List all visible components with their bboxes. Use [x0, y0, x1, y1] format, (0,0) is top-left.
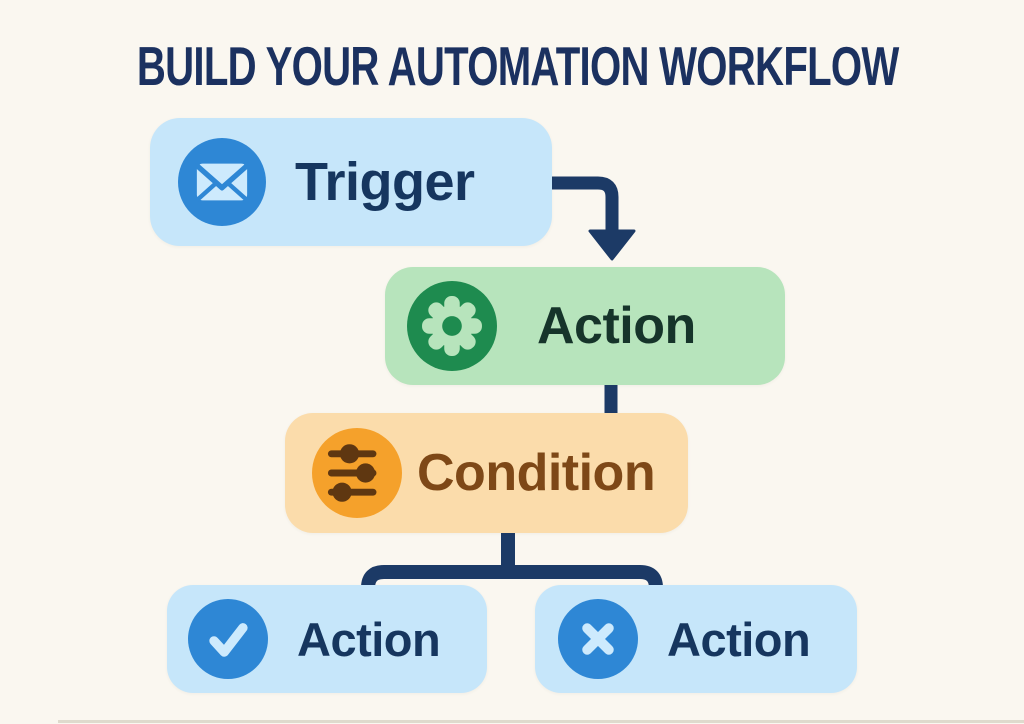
node-label: Action [537, 297, 696, 355]
node-label: Trigger [295, 152, 475, 212]
page-title: BUILD YOUR AUTOMATION WORKFLOW [136, 35, 899, 97]
node-label: Action [667, 612, 811, 666]
node-action-branch-no: Action [535, 585, 857, 693]
branch-split-line [361, 565, 663, 593]
sliders-icon [312, 428, 402, 518]
arrowhead-down-icon [588, 229, 636, 261]
envelope-icon [178, 138, 266, 226]
check-icon [188, 599, 268, 679]
gear-icon [407, 281, 497, 371]
node-trigger: Trigger [150, 118, 552, 246]
node-action-branch-yes: Action [167, 585, 487, 693]
node-condition: Condition [285, 413, 688, 533]
node-label: Action [297, 612, 441, 666]
arrow-trigger-to-action [552, 176, 619, 233]
x-icon [558, 599, 638, 679]
node-action-main: Action [385, 267, 785, 385]
node-label: Condition [417, 444, 656, 502]
bottom-edge-line [58, 720, 1024, 723]
